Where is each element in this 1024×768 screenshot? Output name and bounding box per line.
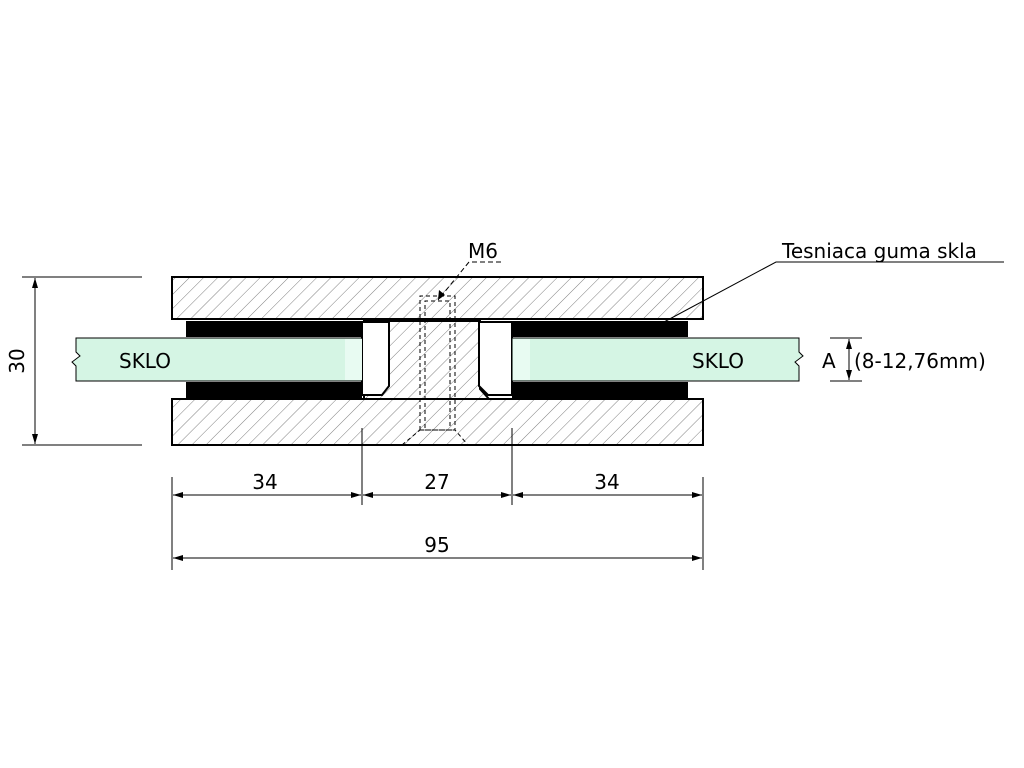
gasket-bottom-left [186,382,362,398]
dim-label-left-width: 34 [252,470,277,494]
thickness-range: (8-12,76mm) [854,349,986,373]
glass-pane-left-edge [345,339,362,380]
glass-pane-right [511,337,804,382]
glass-pane-left [71,337,363,382]
top-clamp-plate [171,276,704,320]
dim-label-right-width: 34 [594,470,619,494]
left-pocket [361,321,390,396]
dim-label-middle-width: 27 [424,470,449,494]
gasket-top-left [186,321,362,337]
right-pocket [478,321,513,396]
glass-label-left: SKLO [119,349,171,373]
glass-pane-right-edge [513,339,530,380]
thread-label: M6 [468,239,498,263]
gasket-top-right [512,321,688,337]
m6-leader-arrow [438,290,445,300]
gasket-bottom-right [512,382,688,398]
thickness-symbol: A [822,349,836,373]
dim-label-total-width: 95 [424,533,449,557]
m6-leader [437,261,501,301]
dim-label-height: 30 [5,348,29,373]
bottom-clamp-plate [171,398,704,446]
glass-label-right: SKLO [692,349,744,373]
m6-threaded-hole [401,295,469,446]
gasket-label: Tesniaca guma skla [781,239,977,263]
gasket-leader [663,261,1004,323]
